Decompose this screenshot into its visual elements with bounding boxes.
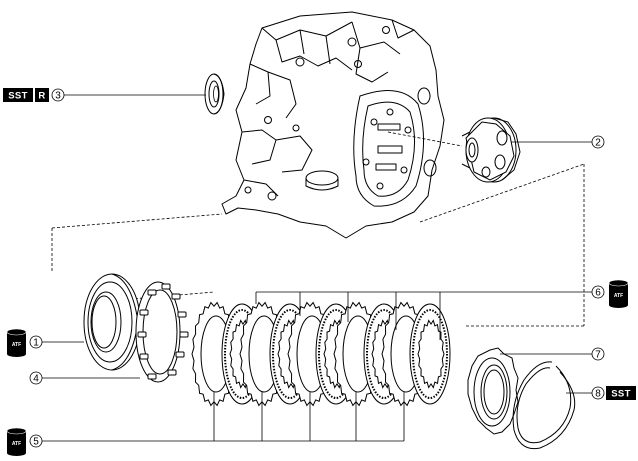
piston-illustration <box>83 273 141 371</box>
sst-r-callout-group: SST R 3 <box>3 88 65 102</box>
clutch-plates-illustration <box>191 301 451 407</box>
callout-7-number: 7 <box>595 350 601 361</box>
snap-ring-illustration <box>512 361 576 450</box>
sst-badge-label: SST <box>8 91 27 102</box>
leader-lines <box>42 94 592 442</box>
atf-can-icon: ATF <box>608 279 629 308</box>
callout-5-group: ATF 5 <box>6 427 43 456</box>
retaining-plate-illustration <box>467 347 519 435</box>
callout-3-number: 3 <box>55 91 61 102</box>
callout-1-group: ATF 1 <box>6 328 43 357</box>
transmission-case-illustration <box>221 11 463 239</box>
callout-4: 4 <box>29 371 43 385</box>
callout-8-number: 8 <box>595 389 601 400</box>
return-spring-illustration <box>135 281 189 383</box>
friction-plate-lining <box>412 309 448 399</box>
callout-8-group: 8 SST <box>591 386 636 400</box>
atf-can-label: ATF <box>12 342 21 348</box>
oil-seal-illustration <box>204 73 225 115</box>
atf-can-icon: ATF <box>6 328 27 357</box>
callout-4-number: 4 <box>33 374 39 385</box>
callout-2-number: 2 <box>595 138 601 149</box>
callout-6-group: 6 ATF <box>591 279 629 308</box>
callout-7: 7 <box>591 347 605 361</box>
atf-can-label: ATF <box>12 441 21 447</box>
planetary-gear-illustration <box>461 117 521 183</box>
callout-2: 2 <box>591 135 605 149</box>
sst-badge-label: SST <box>611 389 630 400</box>
callout-6-number: 6 <box>595 288 601 299</box>
friction-plate-spline <box>417 319 445 389</box>
callout-5-number: 5 <box>33 437 39 448</box>
atf-can-label: ATF <box>614 293 623 299</box>
atf-can-icon: ATF <box>6 427 27 456</box>
r-badge-label: R <box>38 91 45 102</box>
callout-1-number: 1 <box>33 338 39 349</box>
